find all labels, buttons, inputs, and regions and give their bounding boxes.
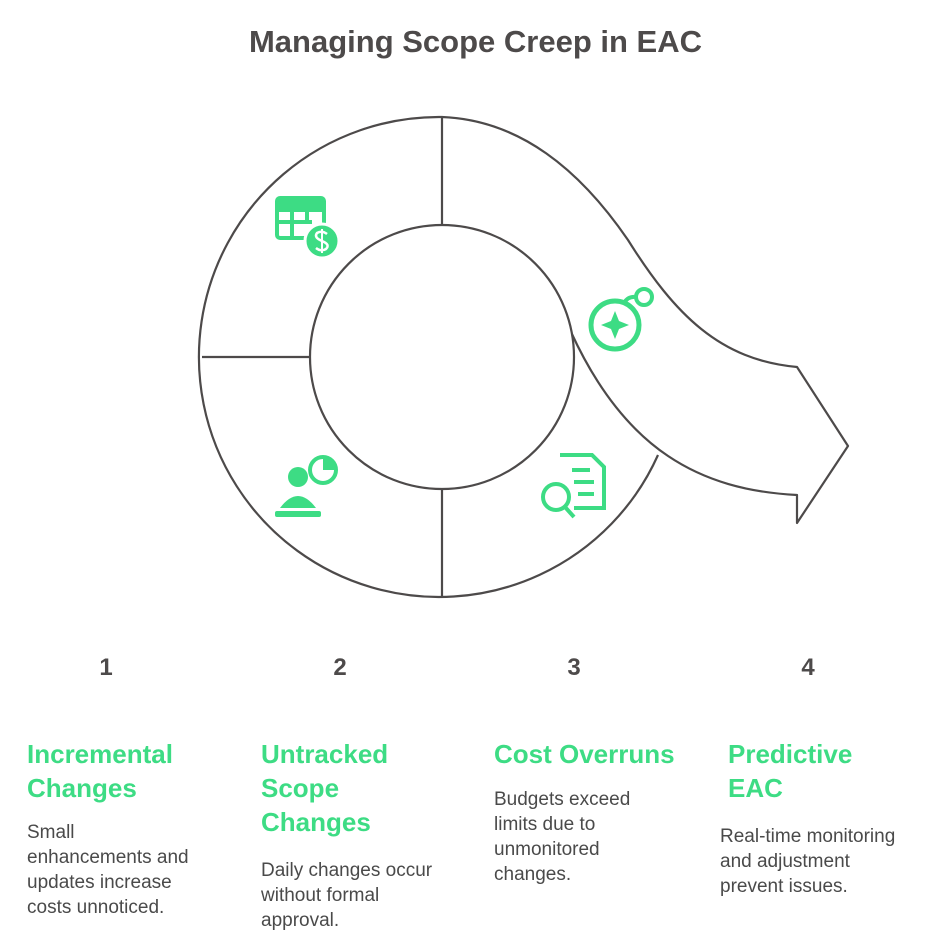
step-3-description: Budgets exceed limits due to unmonitored… <box>494 789 631 885</box>
page-title: Managing Scope Creep in EAC <box>248 24 702 59</box>
step-2-description: Daily changes occur without formal appro… <box>261 860 433 931</box>
step-1-title: Incremental Changes <box>27 739 173 803</box>
step-2-title: Untracked Scope Changes <box>261 739 389 837</box>
document-search-icon <box>541 453 606 519</box>
step-number-2: 2 <box>333 654 347 681</box>
step-3-title: Cost Overruns <box>494 739 675 769</box>
spreadsheet-dollar-icon <box>275 196 341 260</box>
step-number-4: 4 <box>801 654 815 681</box>
step-number-1: 1 <box>99 654 113 681</box>
step-4-title: Predictive EAC <box>728 739 853 803</box>
compass-icon <box>588 287 654 352</box>
step-4-description: Real-time monitoring and adjustment prev… <box>720 826 896 897</box>
step-number-3: 3 <box>567 654 581 681</box>
step-1-description: Small enhancements and updates increase … <box>27 822 189 918</box>
cycle-inner-circle <box>308 223 576 491</box>
person-chart-icon <box>275 455 338 517</box>
cycle-ring-outline <box>197 115 850 599</box>
